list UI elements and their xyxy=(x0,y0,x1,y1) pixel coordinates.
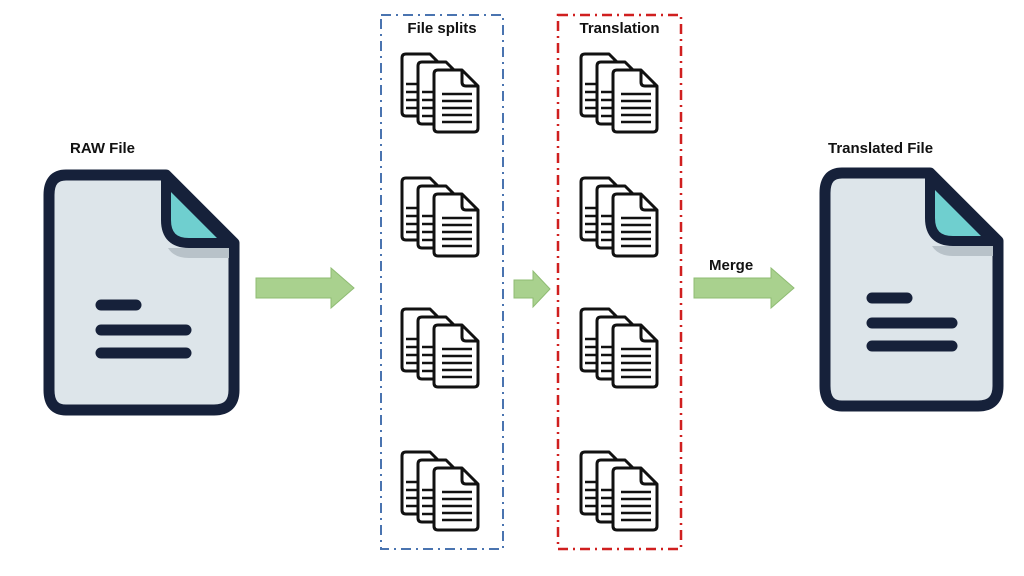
file-splits-group: File splits xyxy=(380,14,504,550)
stacked-files-icon xyxy=(577,176,662,258)
stacked-files-icon xyxy=(577,52,662,134)
translated-file-document-icon xyxy=(819,167,1004,412)
right-arrow-icon xyxy=(513,269,551,309)
stacked-files-icon xyxy=(577,307,662,389)
stacked-files-icon xyxy=(398,450,483,532)
file-splits-label: File splits xyxy=(407,20,477,37)
stacked-files-icon xyxy=(398,307,483,389)
raw-file-document-icon xyxy=(43,169,241,416)
stacked-files-icon xyxy=(577,450,662,532)
merge-label: Merge xyxy=(709,257,754,274)
merge-arrow-icon xyxy=(693,266,795,310)
translation-group: Translation xyxy=(556,13,683,551)
stacked-files-icon xyxy=(398,52,483,134)
translated-file-label: Translated File xyxy=(828,140,934,157)
raw-file-label: RAW File xyxy=(70,140,136,157)
right-arrow-icon xyxy=(255,266,355,310)
translation-label: Translation xyxy=(579,20,660,37)
stacked-files-icon xyxy=(398,176,483,258)
